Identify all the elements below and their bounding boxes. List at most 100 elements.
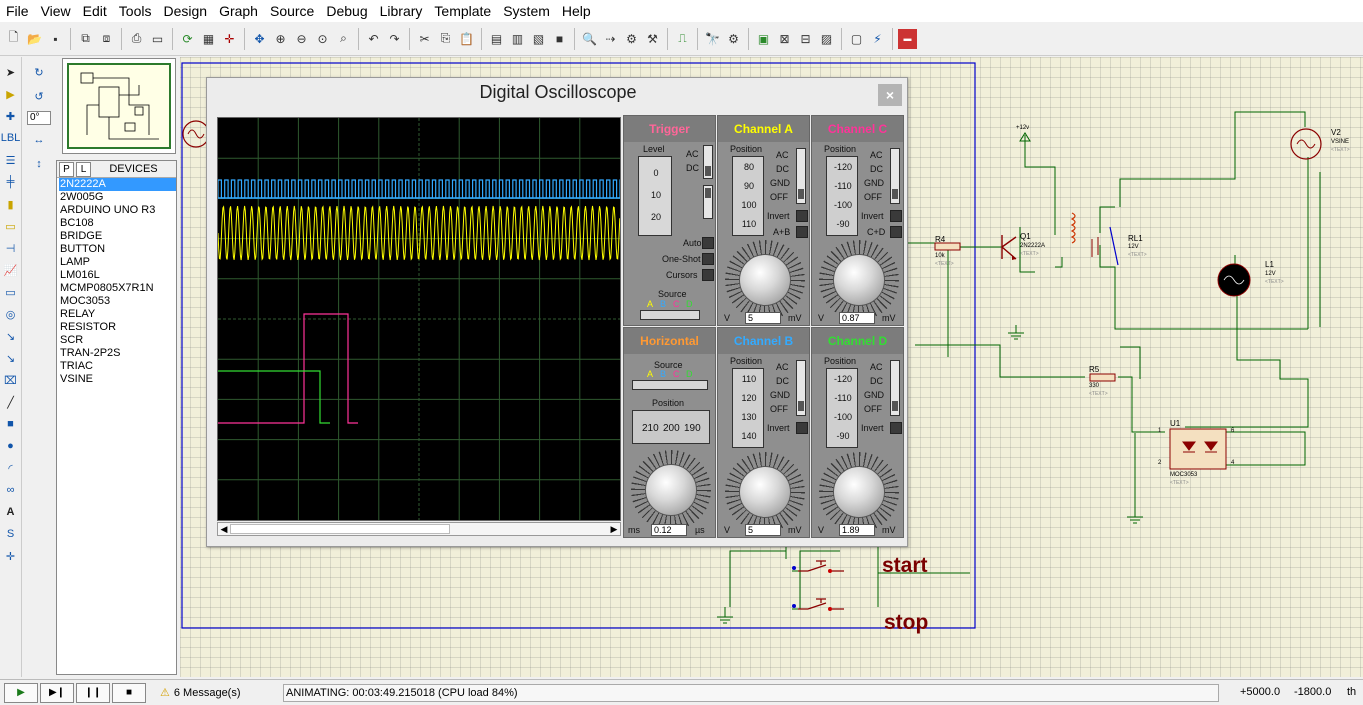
trigger-oneshot-button[interactable] <box>702 253 714 265</box>
subcircuit-icon[interactable]: ▮ <box>7 198 14 211</box>
save-icon[interactable]: ▪ <box>53 31 58 46</box>
channel-c-volts-knob[interactable] <box>833 254 885 306</box>
mirror-horizontal-icon[interactable]: ↔ <box>33 134 45 146</box>
undo-icon[interactable]: ↶ <box>368 31 379 46</box>
device-pins-icon[interactable]: ⊣ <box>5 242 16 255</box>
device-list-item[interactable]: MCMP0805X7R1N <box>60 282 154 294</box>
channel-a-combine-button[interactable] <box>796 226 808 238</box>
exit-sheet-icon[interactable]: ⊟ <box>800 31 811 46</box>
text-script-icon[interactable]: ☰ <box>5 154 16 167</box>
block-rotate-icon[interactable]: ▧ <box>532 31 545 46</box>
zoom-in-icon[interactable]: ⊕ <box>275 31 286 46</box>
menu-library[interactable]: Library <box>379 3 423 19</box>
device-list-item[interactable]: VSINE <box>60 373 94 385</box>
channel-a-volts-knob[interactable] <box>739 254 791 306</box>
package-icon[interactable]: ⚙ <box>626 31 637 46</box>
current-probe-icon[interactable]: ↘ <box>5 352 16 365</box>
virtual-instruments-icon[interactable]: ⌧ <box>4 374 17 387</box>
oscilloscope-scrollbar[interactable]: ◀ ▶ <box>217 522 621 536</box>
graph-icon[interactable]: 📈 <box>3 264 18 277</box>
netlist-icon[interactable]: ▢ <box>850 31 863 46</box>
stop-simulation-button[interactable]: ■ <box>112 682 146 703</box>
close-button[interactable]: × <box>878 84 902 106</box>
paste-icon[interactable]: 📋 <box>459 31 474 46</box>
marker-icon[interactable]: ✛ <box>5 550 16 563</box>
channel-d-position-slider[interactable]: -120-110-100-90 <box>826 368 858 448</box>
device-list-item[interactable]: BC108 <box>60 217 94 229</box>
library-manager-button[interactable]: L <box>76 161 91 177</box>
sine-source-v2-icon[interactable] <box>1290 128 1322 160</box>
channel-c-combine-button[interactable] <box>890 226 902 238</box>
text-icon[interactable]: A <box>6 506 15 518</box>
device-list-item[interactable]: 2W005G <box>60 191 104 203</box>
component-mode-icon[interactable]: ▶ <box>6 88 15 101</box>
device-list-item[interactable]: BRIDGE <box>60 230 103 242</box>
circle-icon[interactable]: ● <box>7 440 14 452</box>
channel-c-coupling-switch[interactable] <box>890 148 900 204</box>
menu-file[interactable]: File <box>6 3 29 19</box>
device-list-item[interactable]: 2N2222A <box>59 178 176 191</box>
device-list-item[interactable]: MOC3053 <box>60 295 111 307</box>
device-list-item[interactable]: TRAN-2P2S <box>60 347 121 359</box>
print-area-icon[interactable]: ▭ <box>151 31 164 46</box>
trigger-level-slider[interactable]: 0 10 20 <box>638 156 672 236</box>
menu-edit[interactable]: Edit <box>82 3 107 19</box>
device-list-item[interactable]: SCR <box>60 334 84 346</box>
junction-dot-icon[interactable]: ✚ <box>5 110 16 123</box>
cut-icon[interactable]: ✂ <box>419 31 430 46</box>
pause-button[interactable]: ❙❙ <box>76 682 110 703</box>
device-list-item[interactable]: RESISTOR <box>60 321 117 333</box>
bill-of-materials-icon[interactable]: ▨ <box>820 31 833 46</box>
wire-label-icon[interactable]: LBL <box>0 132 21 144</box>
remove-sheet-icon[interactable]: ⊠ <box>779 31 790 46</box>
trigger-auto-button[interactable] <box>702 237 714 249</box>
horizontal-position-slider[interactable]: 210 200 190 <box>632 410 710 444</box>
step-button[interactable]: ▶❙ <box>40 682 74 703</box>
device-list-item[interactable]: ARDUINO UNO R3 <box>60 204 156 216</box>
channel-d-invert-button[interactable] <box>890 422 902 434</box>
trigger-coupling-switch[interactable] <box>703 145 713 179</box>
search-tag-icon[interactable]: 🔭 <box>705 31 720 46</box>
menu-system[interactable]: System <box>503 3 550 19</box>
generator-icon[interactable]: ◎ <box>5 308 16 321</box>
device-list-item[interactable]: LAMP <box>60 256 90 268</box>
menu-help[interactable]: Help <box>561 3 591 19</box>
messages-indicator[interactable]: ⚠ 6 Message(s) <box>160 686 241 700</box>
optocoupler-u1-icon[interactable] <box>1169 428 1227 470</box>
terminals-icon[interactable]: ▭ <box>5 220 16 233</box>
device-list-item[interactable]: RELAY <box>60 308 96 320</box>
wire-autorouter-icon[interactable]: ⎍ <box>678 31 687 45</box>
channel-c-invert-button[interactable] <box>890 210 902 222</box>
scroll-left-icon[interactable]: ◀ <box>220 524 228 534</box>
path-icon[interactable]: ∞ <box>6 484 15 496</box>
selection-mode-icon[interactable]: ➤ <box>5 66 16 79</box>
stop-button[interactable] <box>792 598 844 611</box>
relay-coil-icon[interactable] <box>1070 212 1076 244</box>
device-list-item[interactable]: BUTTON <box>60 243 106 255</box>
channel-d-volts-knob[interactable] <box>833 466 885 518</box>
zoom-out-icon[interactable]: ⊖ <box>296 31 307 46</box>
trigger-source-slider[interactable] <box>640 310 700 320</box>
refresh-icon[interactable]: ⟳ <box>182 31 193 46</box>
channel-a-invert-button[interactable] <box>796 210 808 222</box>
resistor-r4-icon[interactable] <box>934 242 961 251</box>
pick-device-icon[interactable]: 🔍 <box>582 31 597 46</box>
import-icon[interactable]: ⧉ <box>81 31 90 45</box>
electrical-check-icon[interactable]: ⚡ <box>873 31 882 46</box>
voltage-probe-icon[interactable]: ↘ <box>5 330 16 343</box>
decompose-icon[interactable]: ⚒ <box>647 31 658 46</box>
channel-c-position-slider[interactable]: -120-110-100-90 <box>826 156 858 236</box>
bus-icon[interactable]: ╪ <box>6 176 15 188</box>
zoom-all-icon[interactable]: ⊙ <box>317 31 328 46</box>
scroll-right-icon[interactable]: ▶ <box>610 524 618 534</box>
make-device-icon[interactable]: ⇢ <box>605 31 616 46</box>
resistor-r5-icon[interactable] <box>1089 373 1116 382</box>
menu-view[interactable]: View <box>40 3 71 19</box>
block-delete-icon[interactable]: ■ <box>555 31 564 46</box>
menu-tools[interactable]: Tools <box>118 3 152 19</box>
transistor-q1-icon[interactable] <box>1001 235 1017 260</box>
pan-icon[interactable]: ✥ <box>254 31 265 46</box>
origin-icon[interactable]: ✛ <box>224 31 235 46</box>
timebase-knob[interactable] <box>645 464 697 516</box>
arc-icon[interactable]: ◜ <box>8 462 13 475</box>
